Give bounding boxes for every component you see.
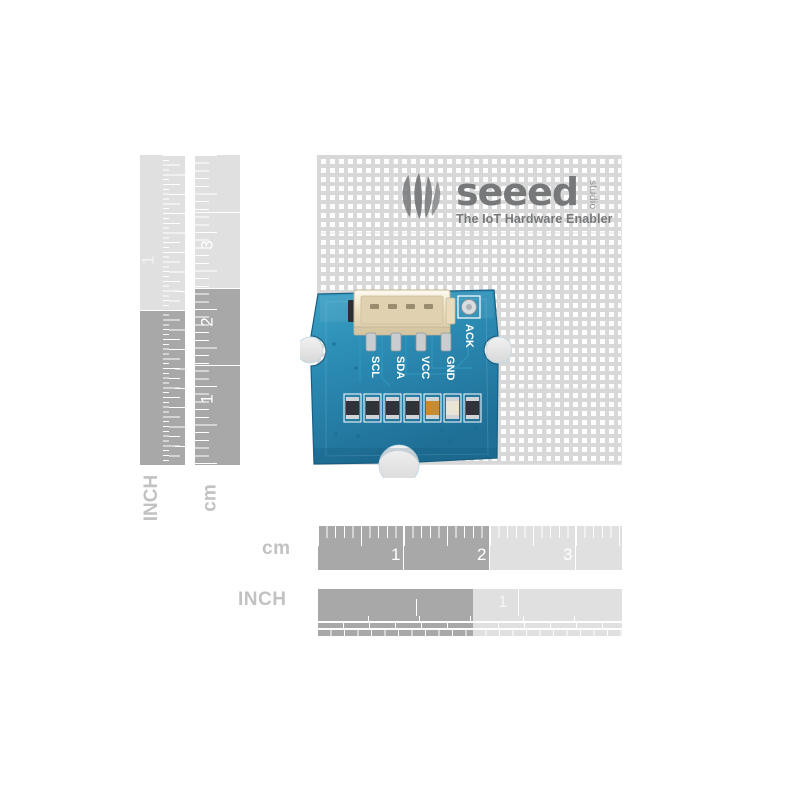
- vruler-cm-half-ticks: [195, 155, 217, 465]
- pin-label-sda: SDA: [394, 356, 406, 379]
- horizontal-cm-ruler: 1 2 3: [318, 526, 622, 570]
- background-grid-border: [317, 155, 622, 465]
- hruler-cm-number-3: 3: [563, 545, 573, 564]
- hruler-inch-frac-row2-light: [473, 623, 622, 628]
- vruler-cm-boundary-3: [195, 288, 240, 289]
- vruler-cm-boundary-4: [195, 212, 240, 213]
- connector-solder-pins: [365, 332, 452, 352]
- pin-label-vcc: VCC: [419, 356, 431, 379]
- vertical-cm-ruler: 3 2 1: [195, 155, 240, 465]
- hruler-cm-boundary-1: [403, 526, 404, 570]
- hruler-cm-half-ticks: [318, 526, 622, 546]
- horizontal-cm-ruler-label: cm: [262, 538, 291, 559]
- hruler-inch-boundary: [518, 589, 519, 616]
- vruler-inch-major-tick: [140, 310, 185, 311]
- vertical-inch-ruler-label: INCH: [141, 474, 163, 522]
- seeed-studio-logo: seeed studio The IoT Hardware Enabler: [398, 172, 613, 232]
- logo-studio-superscript: studio: [586, 180, 598, 210]
- pcb-mounting-holes: [296, 336, 513, 486]
- hruler-inch-number-1: 1: [498, 592, 508, 611]
- vertical-cm-ruler-label: cm: [199, 484, 221, 512]
- vertical-inch-ruler: 1: [138, 155, 185, 465]
- vruler-inch-number-1: 1: [138, 255, 158, 265]
- hruler-inch-segment-light: [473, 589, 622, 616]
- logo-wordmark: seeed: [456, 170, 579, 214]
- hruler-cm-boundary-3: [575, 526, 576, 570]
- hruler-inch-frac-row1-light: [473, 616, 622, 621]
- hruler-inch-half-tick: [416, 599, 417, 616]
- horizontal-inch-ruler-label: INCH: [238, 589, 287, 610]
- hruler-inch-segment-dark: [318, 589, 473, 616]
- vruler-cm-boundary-2: [195, 365, 240, 366]
- pin-label-scl: SCL: [369, 356, 381, 378]
- pcb-illustration: SCL SDA VCC GND ACK: [296, 289, 513, 486]
- hruler-inch-frac-row2-dark: [318, 623, 473, 628]
- seeed-leaf-logo-icon: [402, 173, 441, 219]
- ack-pad-label: ACK: [463, 324, 475, 348]
- ack-test-pad: ACK: [457, 295, 481, 348]
- hruler-cm-number-1: 1: [391, 545, 401, 564]
- pin-label-gnd: GND: [444, 356, 456, 381]
- horizontal-inch-fraction-scale: [318, 616, 622, 638]
- pcb-pin-labels: SCL SDA VCC GND: [369, 356, 456, 381]
- pcb-traces: [359, 330, 472, 387]
- hruler-cm-boundary-2: [489, 526, 490, 570]
- horizontal-inch-ruler: 1: [318, 589, 622, 616]
- logo-tagline: The IoT Hardware Enabler: [456, 212, 613, 226]
- hruler-inch-frac-row3-light: [473, 630, 622, 636]
- grove-4pin-connector: [348, 289, 456, 352]
- hruler-cm-number-2: 2: [477, 545, 487, 564]
- hruler-inch-frac-row1-dark: [318, 616, 473, 621]
- hruler-inch-frac-row3-dark: [318, 630, 473, 636]
- pcb-smd-components: [343, 393, 482, 423]
- grove-module-photo: SCL SDA VCC GND ACK: [296, 278, 513, 486]
